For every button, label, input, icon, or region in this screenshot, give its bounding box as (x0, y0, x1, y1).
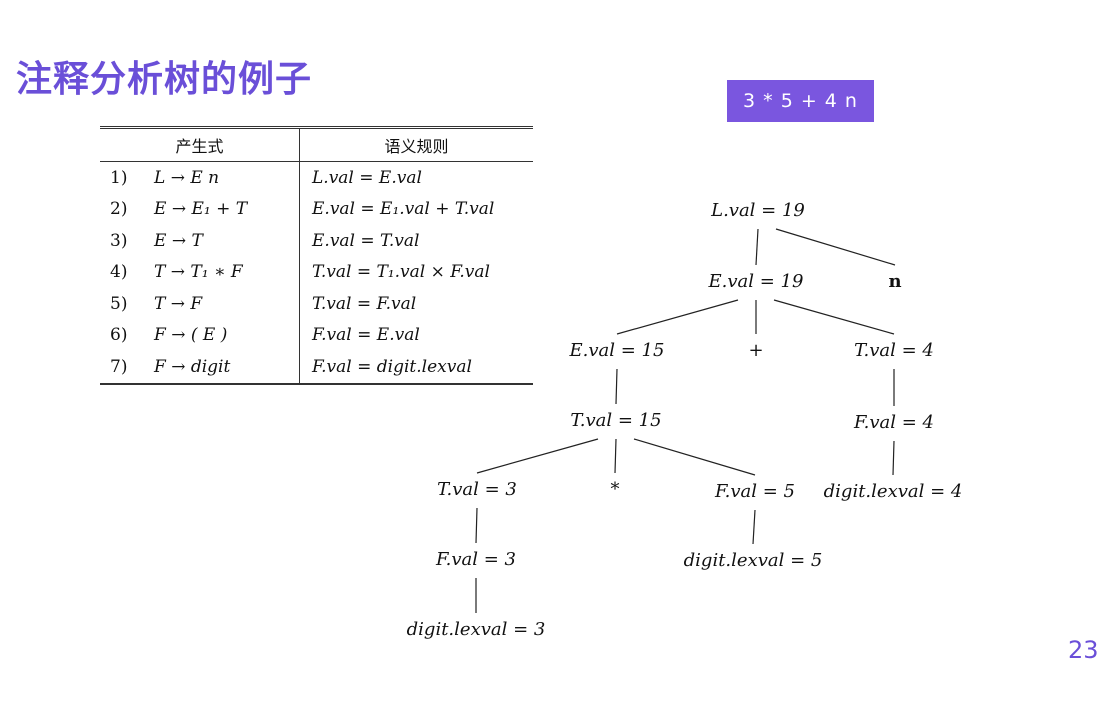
production-cell: E → E₁ + T (154, 199, 248, 220)
semantic-rule-cell: F.val = digit.lexval (299, 351, 533, 385)
tree-edge (476, 438, 599, 474)
tree-edge (615, 368, 618, 405)
tree-node-f2: F.val = 5 (714, 481, 795, 502)
tree-edge (616, 299, 739, 335)
production-number: 1) (110, 167, 128, 188)
tree-node-n: n (888, 271, 901, 292)
production-cell: F → digit (154, 351, 300, 385)
table-row: 1) L → E n L.val = E.val (100, 161, 533, 194)
production-number: 7) (100, 351, 154, 385)
semantic-rule-cell: E.val = T.val (299, 225, 533, 257)
production-number: 5) (110, 293, 128, 314)
table-row: 6) F → ( E ) F.val = E.val (100, 319, 533, 351)
table-header-row: 产生式 语义规则 (100, 127, 533, 162)
tree-node-d5: digit.lexval = 5 (684, 550, 823, 571)
tree-node-plus: + (748, 340, 763, 361)
header-semantic-rule: 语义规则 (299, 127, 533, 162)
table-row: 5) T → F T.val = F.val (100, 288, 533, 320)
production-cell: T → F (154, 293, 203, 314)
tree-node-star: * (611, 479, 620, 500)
production-number: 6) (110, 325, 128, 346)
tree-edge (755, 228, 759, 266)
tree-node-e1: E.val = 19 (708, 271, 804, 292)
tree-node-f3: F.val = 3 (435, 549, 516, 570)
tree-node-e2: E.val = 15 (569, 340, 665, 361)
tree-edge (475, 507, 478, 544)
semantic-rule-cell: T.val = T₁.val × F.val (299, 256, 533, 288)
production-number: 2) (110, 199, 128, 220)
table-row: 2) E → E₁ + T E.val = E₁.val + T.val (100, 193, 533, 225)
tree-edge (614, 438, 617, 474)
tree-node-f1: F.val = 4 (853, 412, 934, 433)
tree-node-l: L.val = 19 (710, 200, 805, 221)
semantic-rule-cell: E.val = E₁.val + T.val (299, 193, 533, 225)
production-cell: T → T₁ ∗ F (154, 262, 243, 283)
header-production: 产生式 (100, 127, 300, 162)
page-number: 23 (1068, 636, 1099, 664)
production-cell: E → T (154, 230, 203, 251)
example-input-badge: 3 * 5 + 4 n (727, 80, 874, 122)
tree-node-d4: digit.lexval = 4 (824, 481, 963, 502)
tree-node-t2: T.val = 15 (570, 410, 661, 431)
tree-edge (775, 228, 896, 266)
tree-edge (633, 438, 756, 476)
slide-title: 注释分析树的例子 (16, 59, 313, 100)
tree-node-t1: T.val = 4 (854, 340, 934, 361)
tree-edge (773, 299, 895, 335)
semantic-rule-cell: F.val = E.val (299, 319, 533, 351)
production-number: 4) (110, 262, 128, 283)
production-cell: F → ( E ) (154, 325, 228, 346)
table-row: 3) E → T E.val = T.val (100, 225, 533, 257)
tree-edge (892, 440, 895, 476)
syntax-directed-definition-table: 产生式 语义规则 1) L → E n L.val = E.val 2) E → E₁ … (100, 126, 533, 385)
production-cell: L → E n (154, 167, 220, 188)
semantic-rule-cell: T.val = F.val (299, 288, 533, 320)
table-row: 4) T → T₁ ∗ F T.val = T₁.val × F.val (100, 256, 533, 288)
semantic-rule-cell: L.val = E.val (299, 161, 533, 194)
tree-node-d3: digit.lexval = 3 (407, 619, 546, 640)
tree-node-t3: T.val = 3 (437, 479, 517, 500)
tree-edge (752, 509, 756, 545)
production-number: 3) (110, 230, 128, 251)
